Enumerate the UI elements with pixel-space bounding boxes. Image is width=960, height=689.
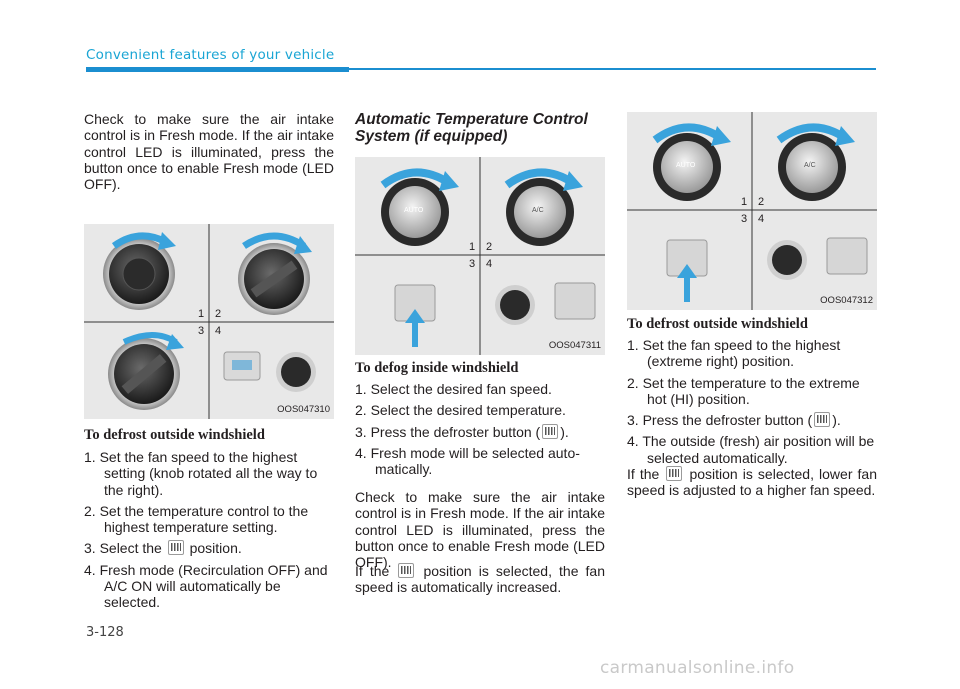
callout-1: 1 xyxy=(469,241,476,253)
step-4: 4. The outside (fresh) air position will… xyxy=(627,433,875,466)
windshield-defrost-icon xyxy=(542,423,559,439)
knob-label-auto: AUTO xyxy=(404,207,424,214)
heading-automatic-temperature-control: Automatic Temperature Control System (if… xyxy=(355,111,588,145)
page-number: 3-128 xyxy=(86,625,124,640)
figure-automatic-climate-defog: AUTO A/C OOS047311 1 2 3 4 xyxy=(355,157,605,355)
callout-1: 1 xyxy=(198,308,205,320)
step-3-text-b: ). xyxy=(560,423,569,440)
step-2: 2. Set the temperature control to the hi… xyxy=(84,502,309,536)
windshield-defrost-icon xyxy=(398,563,415,578)
defog-steps: 1. Select the desired fan speed. 2. Sele… xyxy=(355,381,605,482)
subheading-defrost-outside: To defrost outside windshield xyxy=(84,427,265,443)
fresh-mode-paragraph: Check to make sure the air intake contro… xyxy=(355,489,605,571)
callout-4: 4 xyxy=(486,258,493,270)
windshield-defrost-icon xyxy=(666,466,683,481)
figure-code: OOS047310 xyxy=(277,404,330,415)
figure-code: OOS047312 xyxy=(820,295,873,306)
windshield-defrost-icon xyxy=(814,412,831,428)
callout-2: 2 xyxy=(215,308,222,320)
figure-code: OOS047311 xyxy=(548,340,601,351)
header-rule xyxy=(349,68,876,70)
callout-3: 3 xyxy=(198,325,205,337)
section-title: Convenient features of your vehicle xyxy=(86,47,335,63)
step-1: 1. Select the desired fan speed. xyxy=(355,381,552,397)
fan-speed-knob xyxy=(103,238,175,310)
para-text-b: position is selected, the fan speed is a… xyxy=(355,563,605,596)
callout-3: 3 xyxy=(469,258,476,270)
step-4: 4. Fresh mode (Recirculation OFF) and A/… xyxy=(84,561,328,611)
step-3: 3. Press the defroster button (). xyxy=(627,412,877,428)
callout-1: 1 xyxy=(741,196,748,208)
windshield-defrost-icon xyxy=(167,540,184,556)
step-3-text-a: 3. Press the defroster button ( xyxy=(355,423,541,440)
callout-2: 2 xyxy=(758,196,765,208)
step-3-text-b: ). xyxy=(832,412,841,429)
callout-3: 3 xyxy=(741,213,748,225)
defrost-steps-auto: 1. Set the fan speed to the highest (ext… xyxy=(627,337,877,471)
figure-manual-climate-controls: OOS047310 1 2 3 4 xyxy=(84,224,334,419)
defrost-position-paragraph: If the position is selected, the fan spe… xyxy=(355,563,605,596)
defrost-steps: 1. Set the fan speed to the highest sett… xyxy=(84,449,334,616)
figure-automatic-climate-defrost: AUTO A/C OOS047312 1 2 3 4 xyxy=(627,112,877,310)
knob-label-ac: A/C xyxy=(804,162,816,169)
knob-label-ac: A/C xyxy=(532,207,544,214)
callout-4: 4 xyxy=(758,213,765,225)
knob-label-auto: AUTO xyxy=(676,162,696,169)
step-1: 1. Set the fan speed to the highest (ext… xyxy=(627,337,841,370)
step-2: 2. Select the desired temperature. xyxy=(355,402,566,419)
subheading-defog-inside: To defog inside windshield xyxy=(355,360,519,376)
callout-2: 2 xyxy=(486,241,493,253)
step-3-text-a: 3. Select the xyxy=(84,540,162,557)
step-3-text-a: 3. Press the defroster button ( xyxy=(627,412,813,429)
step-2: 2. Set the temperature to the extreme ho… xyxy=(627,374,860,407)
mode-knob xyxy=(108,338,180,410)
intro-paragraph: Check to make sure the air intake contro… xyxy=(84,111,334,193)
step-3: 3. Press the defroster button (). xyxy=(355,423,605,440)
para-text-a: If the xyxy=(627,466,660,482)
step-4: 4. Fresh mode will be selected auto-mati… xyxy=(355,444,580,478)
callout-4: 4 xyxy=(215,325,222,337)
header-tab-bar xyxy=(86,67,349,72)
step-3: 3. Select the position. xyxy=(84,540,334,556)
step-3-text-b: position. xyxy=(189,540,242,557)
watermark: carmanualsonline.info xyxy=(600,658,795,678)
temperature-knob xyxy=(238,243,310,315)
step-1: 1. Set the fan speed to the highest sett… xyxy=(84,449,318,498)
defrost-position-paragraph: If the position is selected, lower fan s… xyxy=(627,466,877,499)
subheading-defrost-outside-auto: To defrost outside windshield xyxy=(627,316,808,332)
para-text-a: If the xyxy=(355,563,390,579)
para-text-b: position is selected, lower fan speed is… xyxy=(627,466,877,499)
